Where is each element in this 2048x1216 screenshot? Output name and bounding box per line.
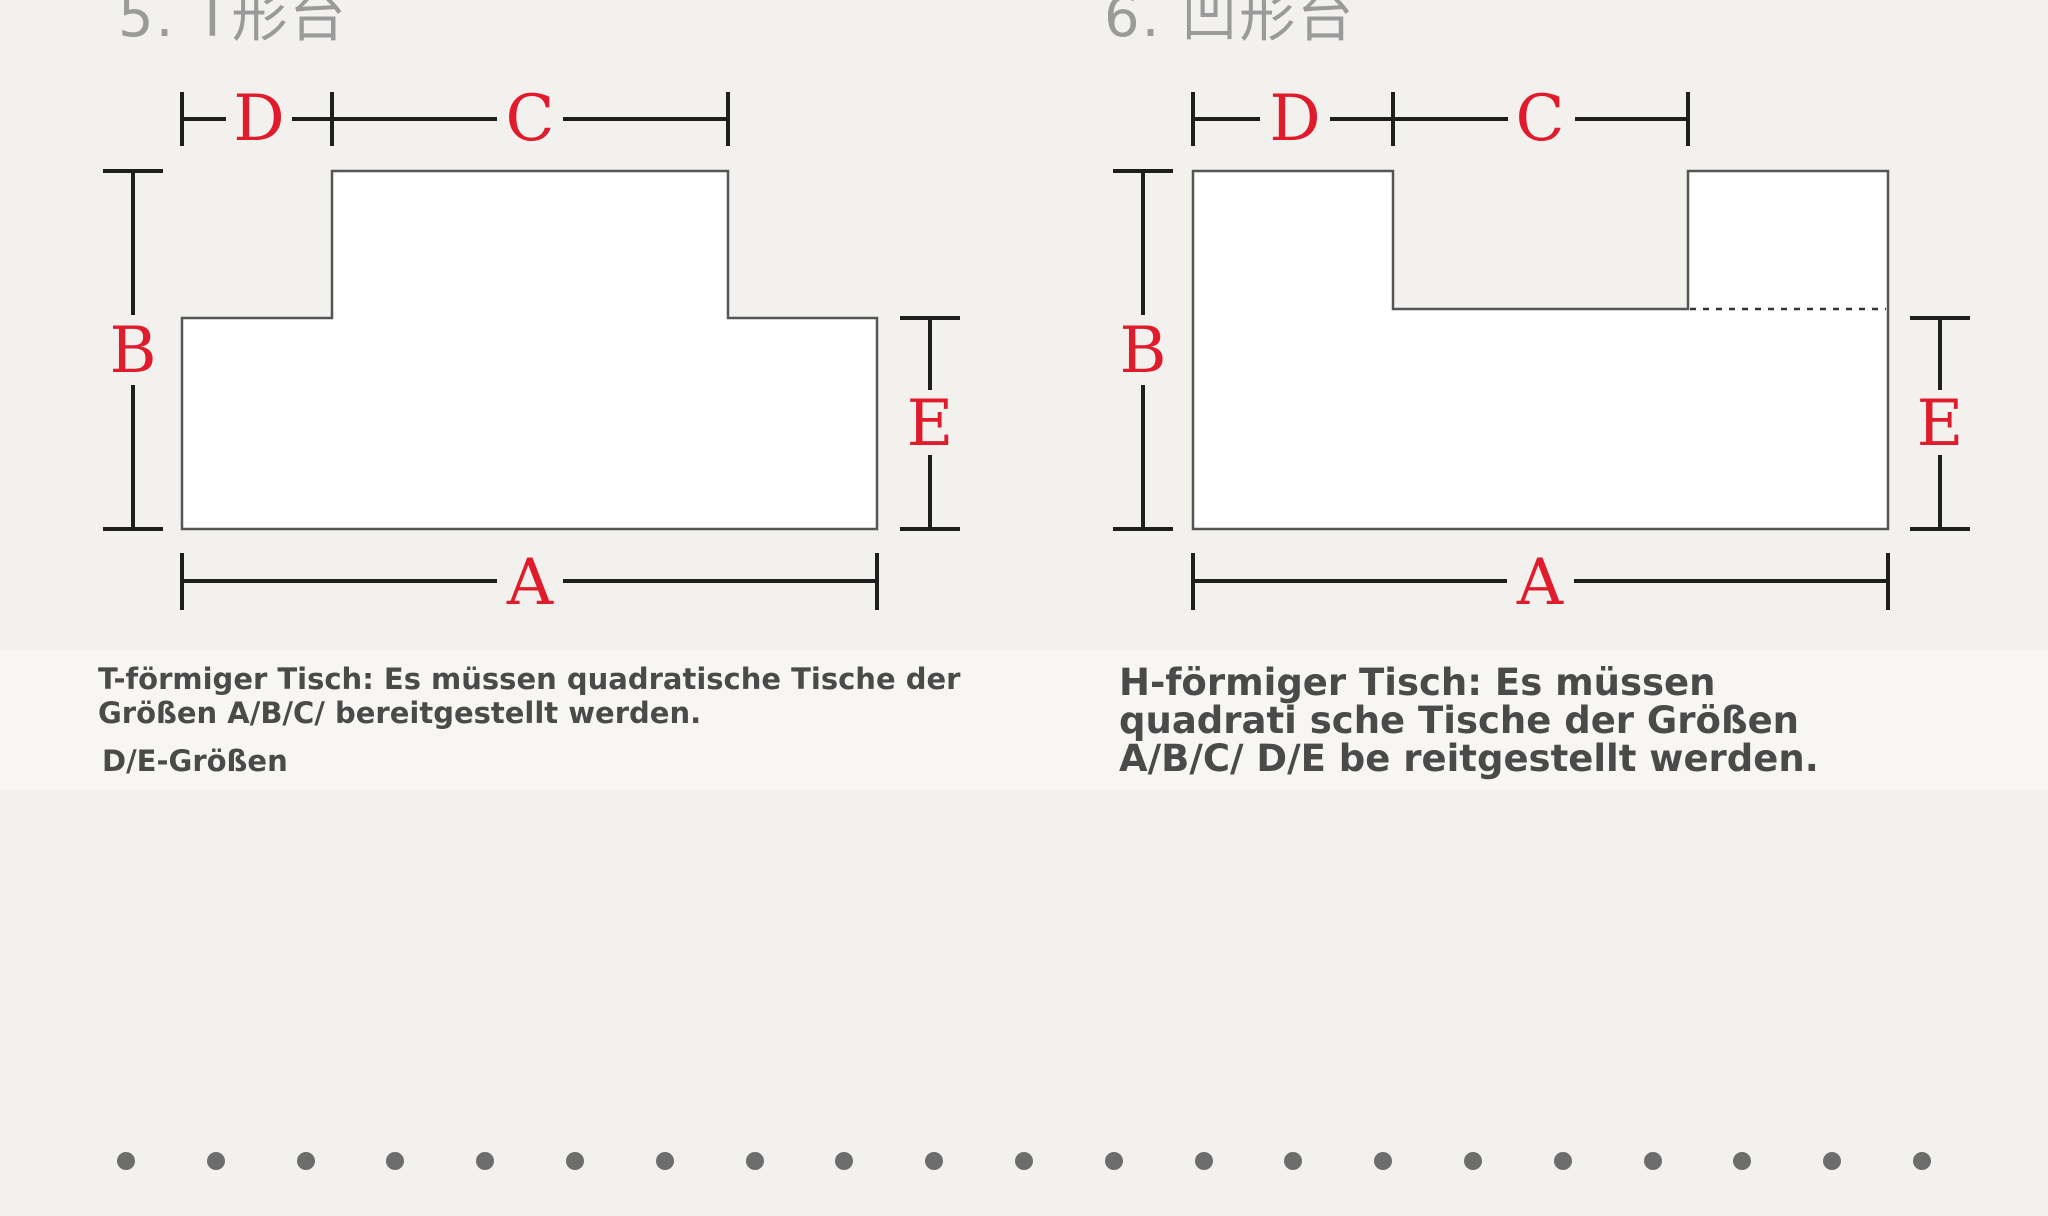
- pagination-dot[interactable]: [296, 1152, 315, 1170]
- pagination-dot[interactable]: [1913, 1152, 1931, 1170]
- pagination-dot[interactable]: [655, 1152, 674, 1170]
- t-label-c: C: [506, 82, 555, 156]
- h-shape-caption: H-förmiger Tisch: Es müssen quadrati sch…: [1119, 661, 1819, 780]
- pagination-dot[interactable]: [206, 1152, 225, 1170]
- t-shape-caption-sizes: D/E-Größen: [102, 744, 288, 778]
- t-shape-diagram: D C B E A: [103, 82, 960, 620]
- pagination-dot[interactable]: [1733, 1152, 1752, 1170]
- pagination-dot[interactable]: [925, 1152, 944, 1170]
- t-table-outline: [180, 169, 879, 531]
- h-label-d: D: [1269, 82, 1320, 156]
- pagination-dot[interactable]: [1374, 1152, 1393, 1170]
- pagination-dot[interactable]: [1194, 1152, 1213, 1170]
- caption-band: [0, 650, 2048, 790]
- pagination-dot[interactable]: [1643, 1152, 1662, 1170]
- pagination-dot[interactable]: [1284, 1152, 1303, 1170]
- pagination-dot[interactable]: [1823, 1152, 1842, 1170]
- pagination-dot[interactable]: [1464, 1152, 1482, 1170]
- h-label-b: B: [1119, 314, 1166, 388]
- pagination-dot[interactable]: [566, 1152, 584, 1170]
- pagination-dot[interactable]: [386, 1152, 405, 1170]
- pagination-dot[interactable]: [1104, 1152, 1123, 1170]
- pagination-dot[interactable]: [835, 1152, 854, 1170]
- t-label-b: B: [109, 314, 156, 388]
- heading-h-shape: 6. 凹形台: [1104, 0, 1356, 50]
- h-table-outline: [1191, 169, 1890, 531]
- pagination-dots: [0, 1152, 2048, 1176]
- h-shape-diagram: D C B E A: [1113, 82, 1970, 620]
- t-shape-caption: T-förmiger Tisch: Es müssen quadratische…: [98, 662, 961, 730]
- t-label-a: A: [506, 546, 554, 620]
- heading-t-shape: 5. T形台: [118, 0, 348, 50]
- h-label-a: A: [1516, 546, 1564, 620]
- pagination-dot[interactable]: [745, 1152, 764, 1170]
- pagination-dot[interactable]: [117, 1152, 135, 1170]
- pagination-dot[interactable]: [1015, 1152, 1033, 1170]
- h-label-c: C: [1516, 82, 1565, 156]
- pagination-dot[interactable]: [476, 1152, 495, 1170]
- t-label-e: E: [907, 387, 954, 461]
- t-label-d: D: [233, 82, 284, 156]
- pagination-dot[interactable]: [1553, 1152, 1572, 1170]
- h-label-e: E: [1917, 387, 1964, 461]
